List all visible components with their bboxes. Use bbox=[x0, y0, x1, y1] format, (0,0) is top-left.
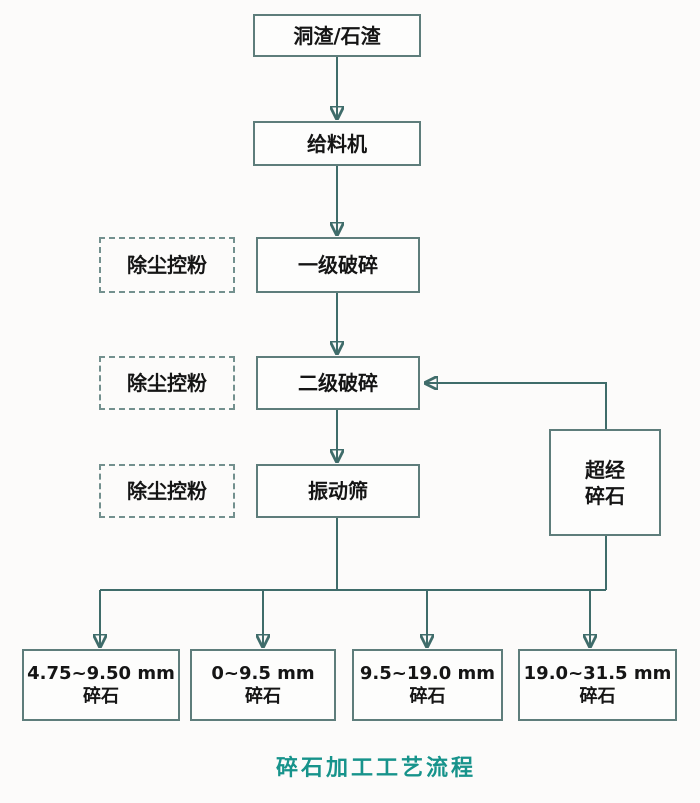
node-output-2-size: 0~9.5 mm bbox=[211, 662, 315, 684]
diagram-caption: 碎石加工工艺流程 bbox=[275, 756, 476, 781]
node-vibrating-screen-label: 振动筛 bbox=[308, 479, 368, 503]
node-output-3-material: 碎石 bbox=[409, 686, 446, 707]
node-output-4-size: 19.0~31.5 mm bbox=[523, 662, 672, 684]
node-oversize-recycle-line1: 超经 bbox=[585, 457, 625, 482]
node-primary-crusher-label: 一级破碎 bbox=[298, 253, 378, 277]
node-secondary-crusher: 二级破碎 bbox=[256, 356, 420, 410]
node-source-label: 洞渣/石渣 bbox=[293, 23, 381, 48]
node-source: 洞渣/石渣 bbox=[253, 14, 421, 57]
node-output-1-material: 碎石 bbox=[83, 686, 119, 707]
node-feeder-label: 给料机 bbox=[307, 131, 367, 156]
node-primary-crusher: 一级破碎 bbox=[256, 237, 420, 293]
node-output-3: 9.5~19.0 mm 碎石 bbox=[352, 649, 503, 721]
node-secondary-crusher-label: 二级破碎 bbox=[298, 371, 378, 395]
node-dust-control-3-label: 除尘控粉 bbox=[127, 479, 207, 503]
node-output-4-material: 碎石 bbox=[579, 686, 616, 707]
node-oversize-recycle: 超经 碎石 bbox=[549, 429, 661, 536]
node-dust-control-2-label: 除尘控粉 bbox=[127, 371, 207, 395]
node-output-2-material: 碎石 bbox=[245, 686, 281, 707]
node-vibrating-screen: 振动筛 bbox=[256, 464, 420, 518]
node-dust-control-1-label: 除尘控粉 bbox=[127, 253, 207, 277]
node-dust-control-3: 除尘控粉 bbox=[99, 464, 235, 518]
node-dust-control-1: 除尘控粉 bbox=[99, 237, 235, 293]
arrow-oversize-to-secondary bbox=[426, 383, 607, 429]
node-output-2: 0~9.5 mm 碎石 bbox=[190, 649, 336, 721]
node-output-1-size: 4.75~9.50 mm bbox=[27, 662, 175, 684]
node-output-1: 4.75~9.50 mm 碎石 bbox=[22, 649, 180, 721]
node-output-4: 19.0~31.5 mm 碎石 bbox=[518, 649, 677, 721]
node-oversize-recycle-line2: 碎石 bbox=[585, 483, 625, 508]
node-dust-control-2: 除尘控粉 bbox=[99, 356, 235, 410]
node-output-3-size: 9.5~19.0 mm bbox=[359, 662, 496, 684]
node-feeder: 给料机 bbox=[253, 121, 421, 166]
